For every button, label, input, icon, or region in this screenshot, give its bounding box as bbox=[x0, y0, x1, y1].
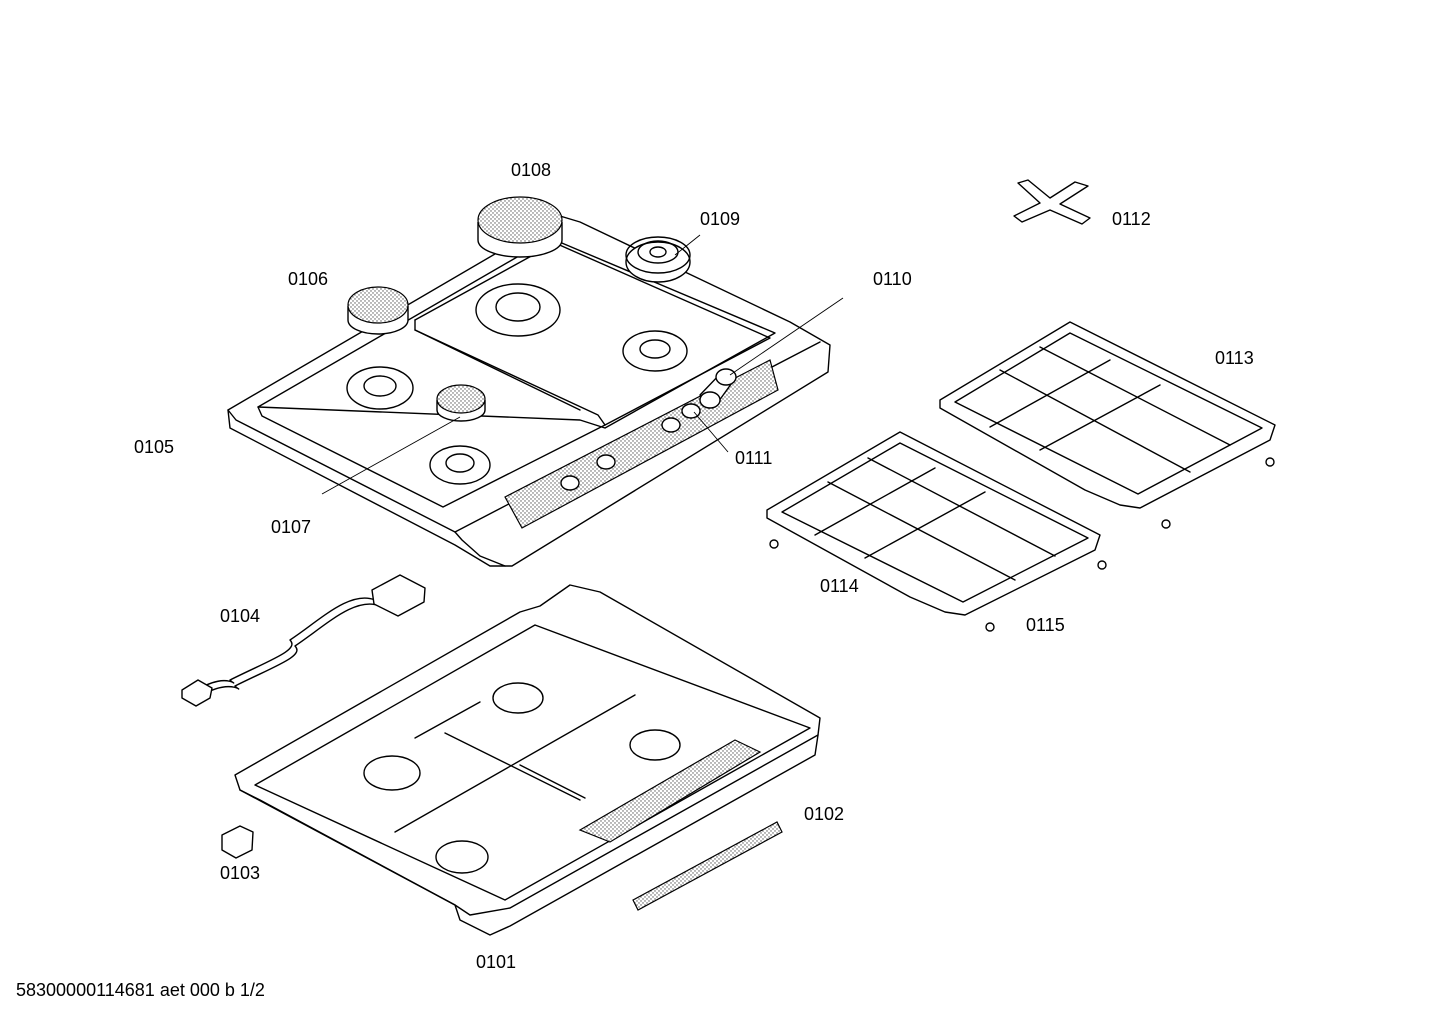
label-0102: 0102 bbox=[804, 804, 845, 824]
pan-grate-left bbox=[766, 431, 1107, 632]
label-0103: 0103 bbox=[220, 863, 261, 883]
burner-ring-0109 bbox=[625, 236, 691, 283]
leader-0107 bbox=[321, 416, 461, 495]
burner-seat-right bbox=[622, 330, 688, 372]
label-0111: 0111 bbox=[735, 448, 773, 468]
label-0104: 0104 bbox=[220, 606, 261, 626]
power-cable bbox=[181, 574, 426, 707]
leader-0111 bbox=[693, 411, 729, 453]
label-0108: 0108 bbox=[511, 160, 552, 180]
burner-cap-0108 bbox=[477, 196, 563, 258]
label-0113: 0113 bbox=[1215, 348, 1254, 368]
burner-seat-rear-center bbox=[475, 283, 561, 337]
knob bbox=[699, 368, 737, 409]
label-0105: 0105 bbox=[134, 437, 175, 457]
label-0112: 0112 bbox=[1112, 209, 1151, 229]
label-0109: 0109 bbox=[700, 209, 741, 229]
burner-seat-rear-left bbox=[346, 366, 414, 410]
label-0106: 0106 bbox=[288, 269, 329, 289]
label-0115: 0115 bbox=[1026, 615, 1065, 635]
document-code: 58300000114681 aet 000 b 1/2 bbox=[16, 980, 265, 1000]
burner-cap-0106 bbox=[347, 286, 409, 335]
mounting-clip bbox=[221, 825, 254, 859]
pan-grate-right bbox=[939, 321, 1276, 529]
burner-cap-0107 bbox=[436, 384, 486, 422]
label-0110: 0110 bbox=[873, 269, 912, 289]
label-0101: 0101 bbox=[476, 952, 517, 972]
seal-strip bbox=[632, 821, 783, 911]
bottom-tray bbox=[234, 584, 821, 936]
leader-0109 bbox=[674, 234, 701, 256]
pan-support-small bbox=[1013, 179, 1091, 225]
label-0107: 0107 bbox=[271, 517, 312, 537]
leader-0110 bbox=[729, 297, 844, 376]
label-0114: 0114 bbox=[820, 576, 859, 596]
burner-seat-front-left bbox=[429, 445, 491, 485]
